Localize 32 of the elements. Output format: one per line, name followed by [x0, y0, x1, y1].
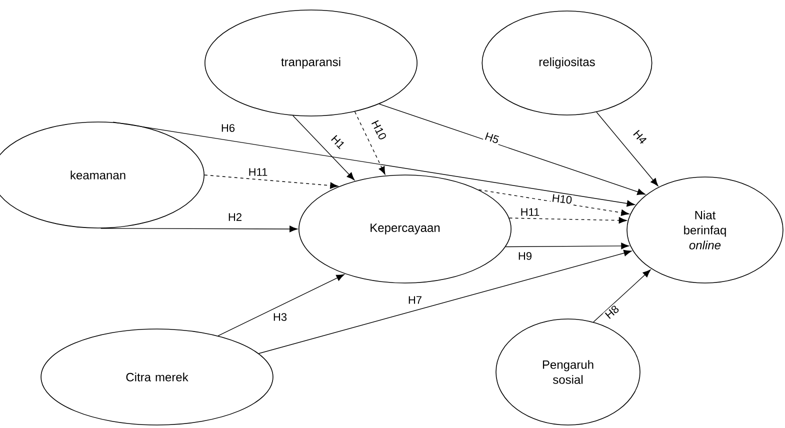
edge-label: H11 [247, 167, 269, 177]
arrow [218, 274, 344, 336]
edge-label: H5 [482, 130, 502, 146]
arrow [478, 189, 630, 216]
edge-label: H10 [370, 118, 388, 142]
edge-label: H3 [272, 312, 288, 322]
ellipse-node: tranparansi [204, 10, 418, 116]
arrow [258, 250, 632, 354]
edge-label: H6 [220, 123, 236, 133]
arrow [593, 270, 651, 322]
edge-label: H9 [516, 251, 534, 261]
ellipse-node: Kepercayaan [298, 174, 512, 284]
arrow [292, 115, 355, 180]
ellipse-node: Citra merek [40, 328, 274, 426]
edge-label: H8 [602, 303, 622, 321]
arrow [505, 242, 630, 250]
ellipse-node: Pengaruh sosial [496, 318, 640, 426]
ellipse-node: religiositas [482, 10, 652, 116]
edge-label: H1 [329, 132, 347, 152]
arrow [100, 226, 298, 232]
edge-label: H4 [631, 128, 649, 146]
edge-label: H2 [226, 212, 244, 222]
arrow [508, 217, 627, 224]
arrow [112, 122, 635, 207]
edge-label: H11 [519, 207, 541, 217]
edge-label: H10 [550, 192, 574, 206]
arrow [204, 174, 338, 189]
ellipse-node: Niat berinfaq online [626, 176, 784, 284]
arrow [596, 112, 658, 186]
arrow [378, 104, 646, 195]
edge-label: H7 [406, 295, 424, 305]
arrow [354, 111, 386, 175]
